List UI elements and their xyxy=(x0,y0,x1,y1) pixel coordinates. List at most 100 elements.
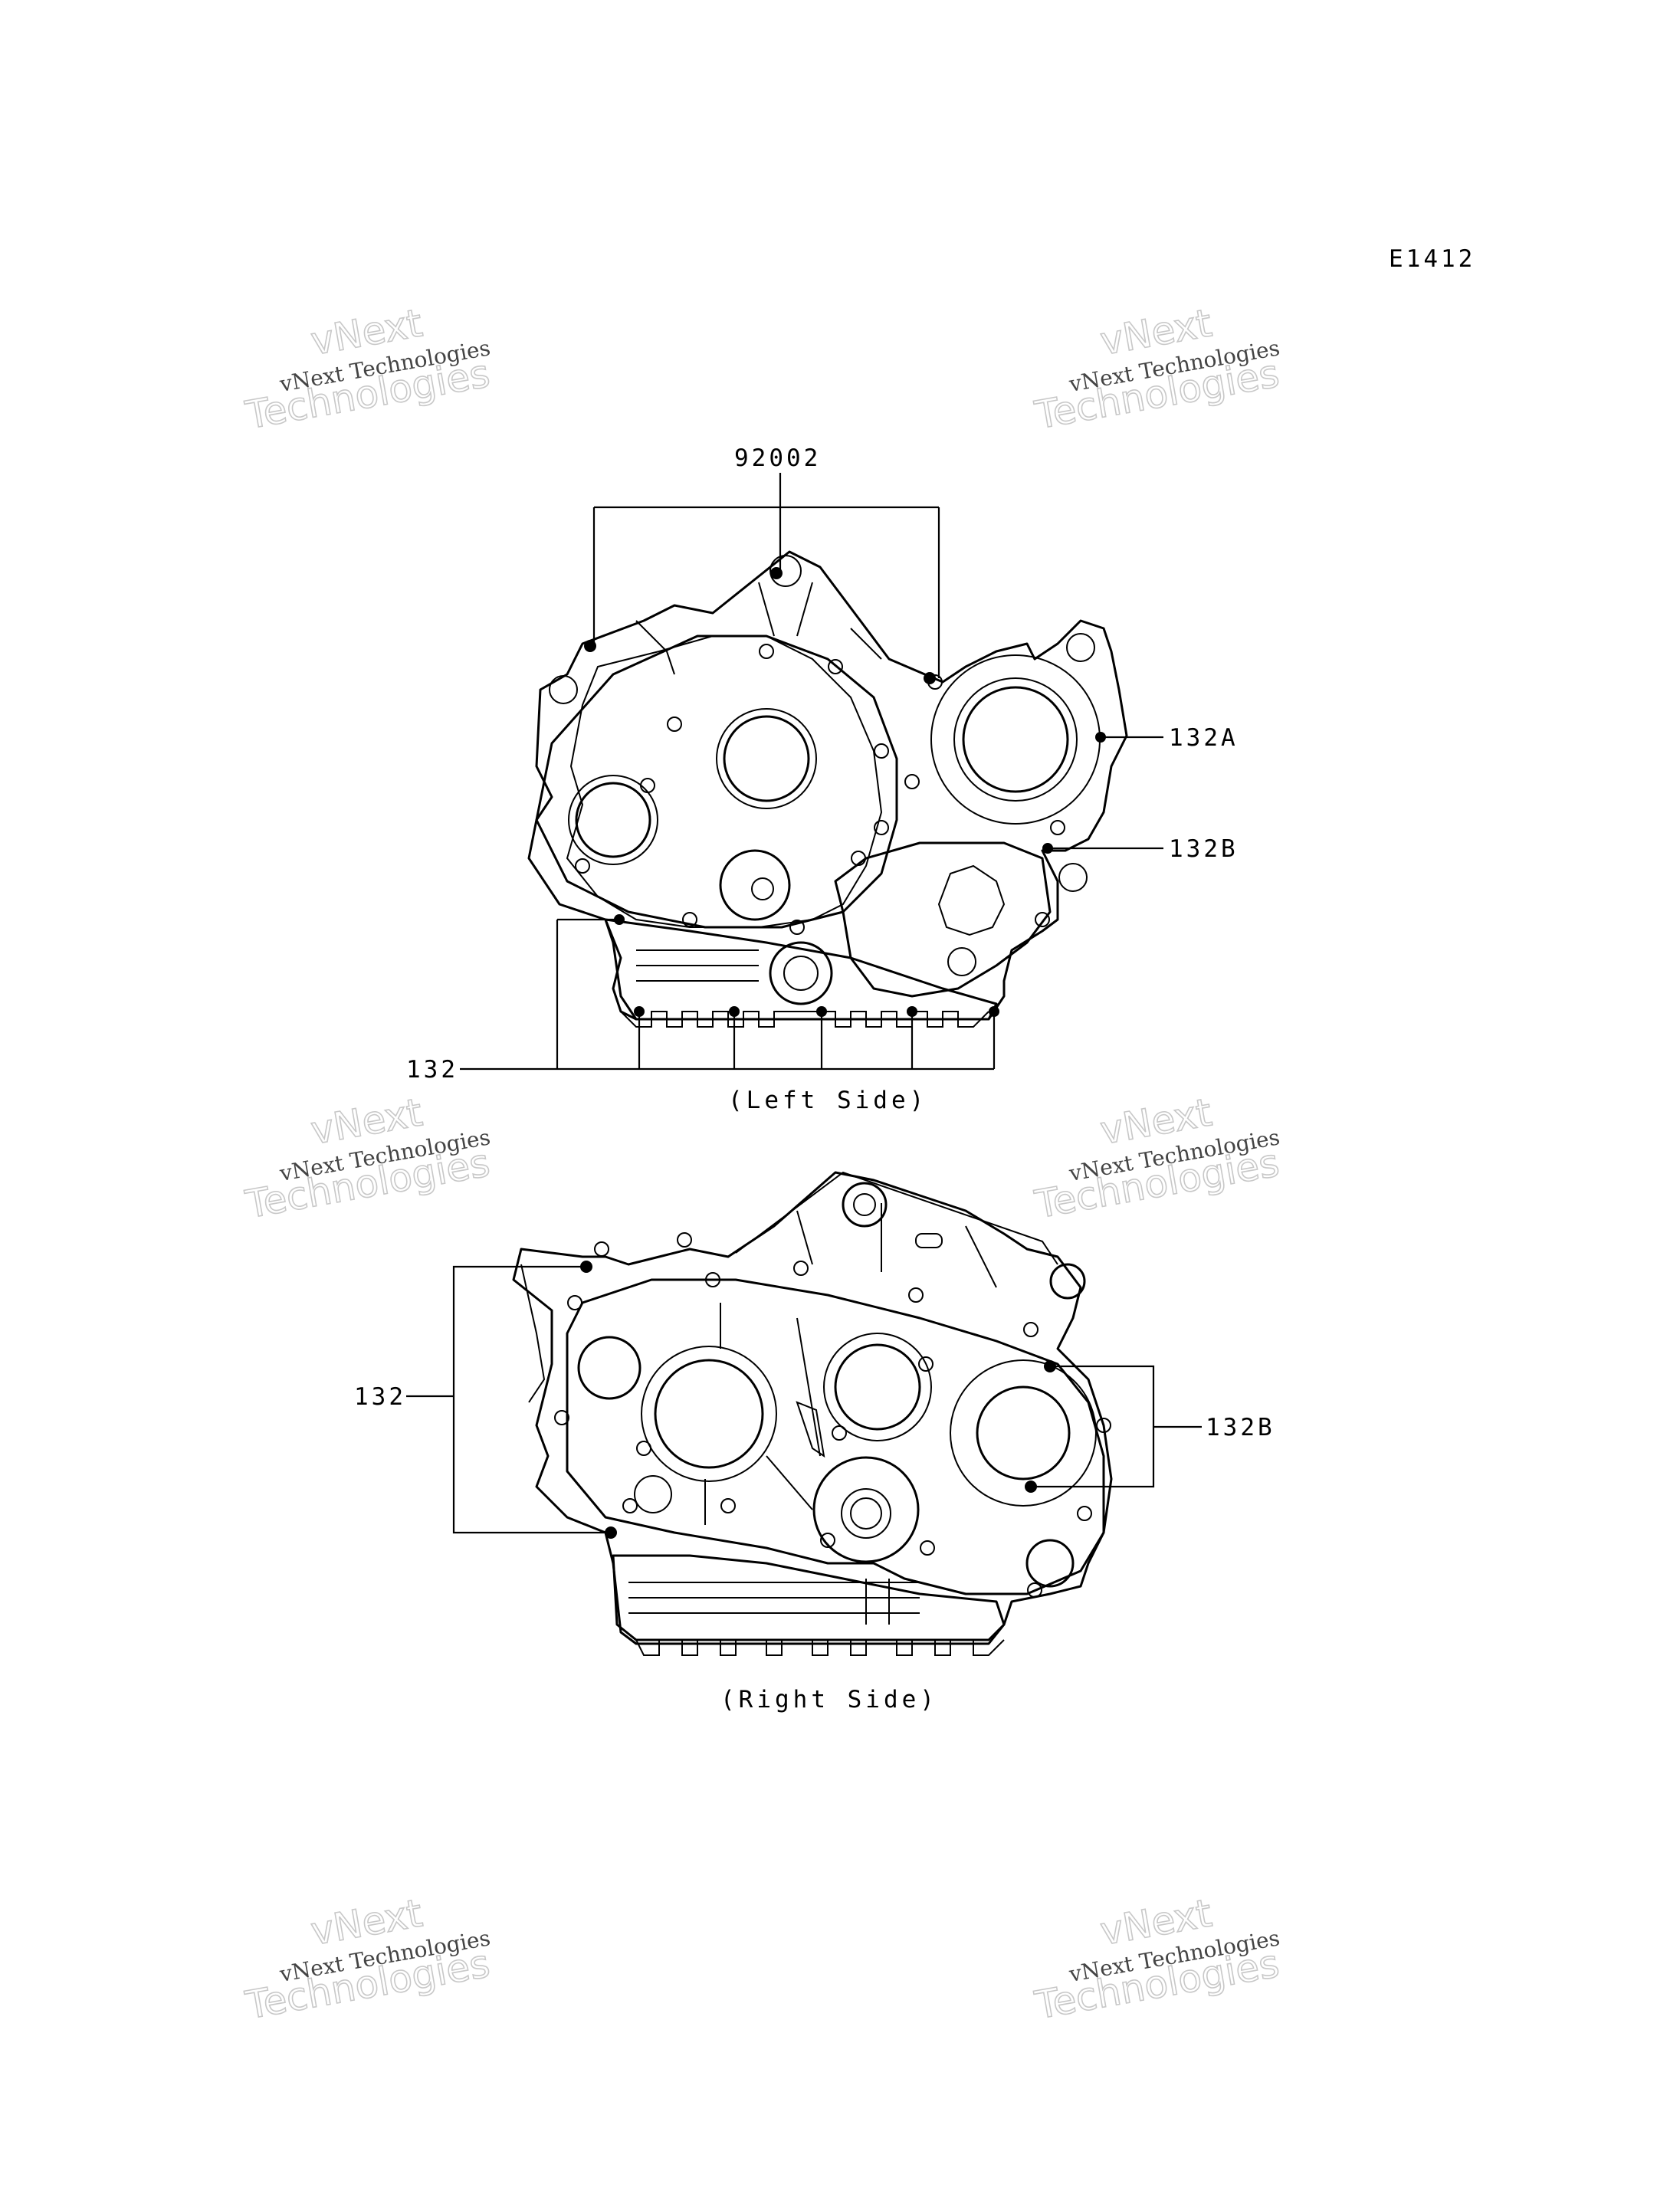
left-bottom-flange xyxy=(620,1011,989,1028)
left-crank-bore-ring xyxy=(716,708,817,809)
cover-screw-hole xyxy=(677,1232,692,1248)
cover-screw-hole xyxy=(636,1441,651,1456)
cover-screw-hole xyxy=(1035,912,1050,927)
cover-screw-hole xyxy=(759,644,774,659)
watermark-bottom-left: vNext Technologies vNext Technologies xyxy=(241,1890,494,2028)
cover-screw-hole xyxy=(920,1540,935,1556)
callout-132-right: 132 xyxy=(354,1383,406,1411)
cover-screw-hole xyxy=(1023,1322,1039,1337)
right-front-lower-boss xyxy=(634,1475,672,1513)
cover-screw-hole xyxy=(594,1241,609,1257)
callout-132b-right: 132B xyxy=(1206,1414,1275,1441)
cover-screw-hole xyxy=(832,1425,847,1441)
cover-screw-hole xyxy=(908,1287,924,1303)
right-front-bracket xyxy=(520,1264,546,1403)
right-side-caption: (Right Side) xyxy=(720,1686,938,1713)
right-front-bore xyxy=(577,1336,641,1400)
cover-screw-hole xyxy=(682,912,697,927)
cover-screw-hole xyxy=(640,778,655,793)
left-cylinder-rib-4 xyxy=(850,628,882,660)
right-clutch-bore xyxy=(976,1385,1071,1481)
left-cover-screw-holes xyxy=(575,644,1065,935)
cover-screw-hole xyxy=(1027,1582,1042,1598)
left-callout-leaders xyxy=(460,473,1163,1071)
left-front-bore xyxy=(575,782,651,858)
right-rear-lower-bore xyxy=(1025,1539,1075,1588)
left-cylinder-rib-1 xyxy=(635,620,675,675)
callout-132b-left: 132B xyxy=(1169,835,1239,863)
left-rear-cylinder-ring-outer xyxy=(930,654,1101,825)
cover-screw-hole xyxy=(622,1498,638,1513)
right-bolts xyxy=(580,1261,1056,1539)
bolt-92002-c xyxy=(924,672,936,684)
callout-132-left: 132 xyxy=(406,1056,458,1084)
right-cover-screw-holes xyxy=(554,1232,1111,1598)
left-gearbox-gear xyxy=(937,864,1006,936)
left-output-shaft xyxy=(947,947,976,976)
leader-132-left xyxy=(460,918,996,1071)
right-rib-2 xyxy=(766,1455,813,1510)
left-shift-shaft xyxy=(719,849,791,921)
watermark-mid-left: vNext Technologies vNext Technologies xyxy=(241,1090,494,1228)
cover-screw-hole xyxy=(793,1261,809,1276)
right-cylinder-rib-1 xyxy=(796,1210,813,1265)
right-cylinder-slot xyxy=(915,1233,943,1248)
cover-screw-hole xyxy=(1077,1506,1092,1521)
figure-code: E1412 xyxy=(1389,245,1475,273)
left-rear-cylinder-ring xyxy=(953,677,1078,802)
watermark-top-left: vNext Technologies vNext Technologies xyxy=(241,300,494,438)
right-crank-bore-ring xyxy=(641,1346,777,1482)
right-main-cover xyxy=(566,1278,1105,1595)
left-rear-cylinder-bore xyxy=(962,686,1069,793)
watermark-bottom-right: vNext Technologies vNext Technologies xyxy=(1031,1890,1283,2028)
callout-132a: 132A xyxy=(1169,724,1239,752)
right-cylinder-rib-3 xyxy=(965,1225,997,1288)
left-rear-lower-boss xyxy=(1058,863,1088,892)
left-case-inner-outline xyxy=(566,635,883,928)
cover-screw-hole xyxy=(874,820,889,835)
watermark-top-right: vNext Technologies vNext Technologies xyxy=(1031,300,1283,438)
leader-132-right xyxy=(406,1265,611,1534)
left-cylinder-rib-2 xyxy=(758,582,775,637)
left-bolts xyxy=(584,567,1106,1017)
right-rear-top-boss xyxy=(1049,1263,1086,1300)
right-lever xyxy=(796,1401,825,1458)
cover-screw-hole xyxy=(874,743,889,759)
right-clutch-ring xyxy=(950,1359,1097,1507)
right-crank-bore xyxy=(654,1359,764,1469)
right-oil-filter-boss xyxy=(812,1456,920,1563)
cover-screw-hole xyxy=(705,1272,720,1287)
cover-screw-hole xyxy=(904,774,920,789)
watermark-mid-right: vNext Technologies vNext Technologies xyxy=(1031,1090,1283,1228)
left-crank-bore xyxy=(723,715,810,802)
leader-132b-right xyxy=(1031,1365,1202,1488)
right-bottom-flange xyxy=(616,1624,1005,1656)
cover-screw-hole xyxy=(567,1295,582,1310)
right-side-crankcase xyxy=(512,1171,1113,1656)
left-rear-boss xyxy=(1066,633,1095,662)
cover-screw-hole xyxy=(667,716,682,732)
left-side-caption: (Left Side) xyxy=(728,1087,927,1114)
left-gearbox-cover xyxy=(834,841,1052,998)
right-rib-4 xyxy=(796,1317,821,1457)
callout-92002: 92002 xyxy=(734,444,821,472)
left-cylinder-rib-3 xyxy=(796,582,813,637)
left-gear-cover xyxy=(535,635,898,929)
leader-92002 xyxy=(592,473,940,678)
right-oil-filter-inner xyxy=(841,1488,891,1539)
left-side-crankcase xyxy=(527,550,1128,1028)
left-oil-pump-center xyxy=(783,956,819,991)
cover-screw-hole xyxy=(1050,820,1065,835)
cover-screw-hole xyxy=(720,1498,736,1513)
left-front-bore-ring xyxy=(568,775,658,865)
cover-screw-hole xyxy=(918,1356,934,1372)
cover-screw-hole xyxy=(828,659,843,674)
right-cylinder-block xyxy=(735,1171,1058,1265)
right-cam-bore xyxy=(834,1343,921,1431)
right-top-boss-inner xyxy=(853,1193,876,1216)
right-top-boss xyxy=(842,1182,888,1228)
cover-screw-hole xyxy=(820,1533,835,1548)
left-front-boss xyxy=(549,675,578,704)
